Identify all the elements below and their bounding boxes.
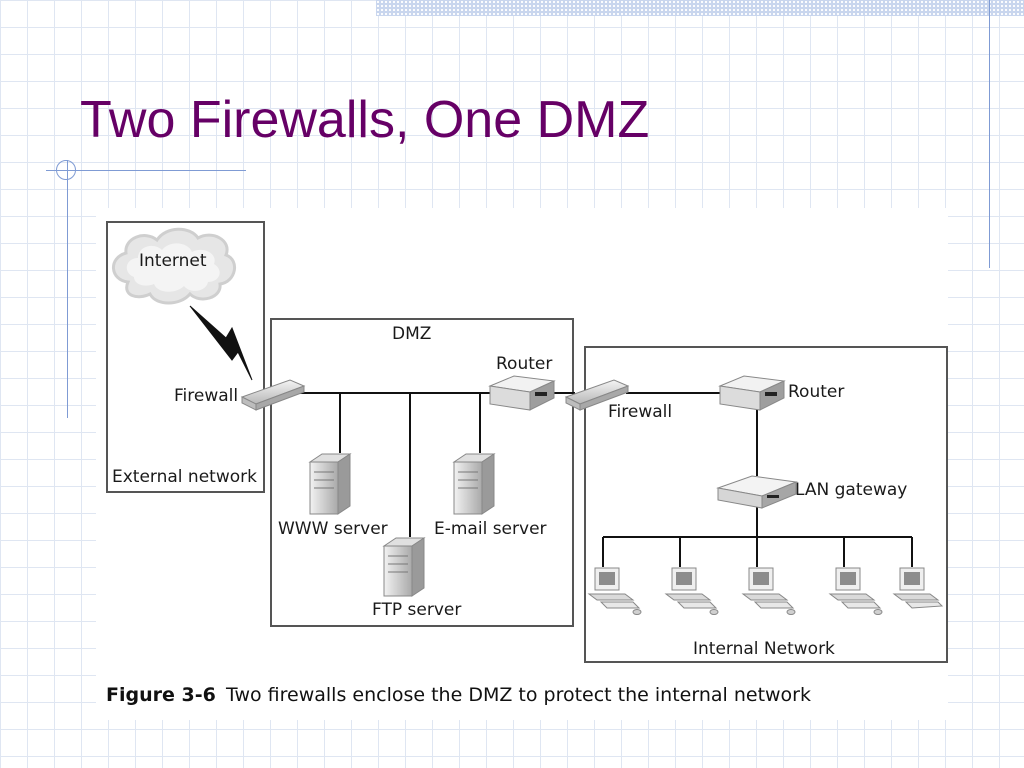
bullet-ring-icon: [56, 160, 76, 180]
right-accent-line: [989, 0, 990, 268]
internal-network-label: Internal Network: [693, 639, 835, 659]
lan-gateway-icon: [716, 475, 798, 509]
internal-network-zone: [584, 346, 948, 663]
ftp-server-label: FTP server: [372, 600, 461, 620]
email-server-icon: [452, 453, 496, 515]
dmz-label: DMZ: [392, 324, 431, 344]
firewall-icon: [564, 379, 630, 411]
internet-label: Internet: [139, 251, 207, 271]
dmz-zone: [270, 318, 574, 627]
workstation-icon: [828, 567, 883, 615]
lan-gateway-label: LAN gateway: [795, 480, 907, 500]
workstation-icon: [892, 567, 944, 609]
external-network-label: External network: [112, 467, 257, 487]
firewall-icon: [240, 379, 306, 411]
left-accent-line: [67, 160, 68, 418]
firewall-internal-label: Firewall: [608, 402, 672, 422]
router-dmz-label: Router: [496, 354, 552, 374]
ftp-server-icon: [382, 537, 426, 597]
workstation-icon: [664, 567, 719, 615]
router-internal-label: Router: [788, 382, 844, 402]
lightning-bolt-icon: [189, 305, 253, 381]
workstation-icon: [741, 567, 796, 615]
network-figure: External network DMZ Internal Network In…: [96, 208, 948, 720]
www-server-icon: [308, 453, 352, 515]
router-icon: [488, 375, 556, 411]
email-server-label: E-mail server: [434, 519, 547, 539]
figure-caption-number: Figure 3-6: [106, 684, 216, 706]
figure-caption-text: Two firewalls enclose the DMZ to protect…: [225, 684, 811, 706]
network-diagram: External network DMZ Internal Network In…: [106, 221, 948, 706]
internet-cloud-icon: [112, 227, 236, 305]
title-underline: [46, 170, 246, 171]
router-icon: [718, 375, 786, 411]
firewall-external-label: Firewall: [174, 386, 238, 406]
workstation-icon: [587, 567, 642, 615]
external-network-zone: [106, 221, 265, 493]
slide-title: Two Firewalls, One DMZ: [80, 91, 650, 149]
www-server-label: WWW server: [278, 519, 388, 539]
top-band: [376, 0, 1024, 16]
